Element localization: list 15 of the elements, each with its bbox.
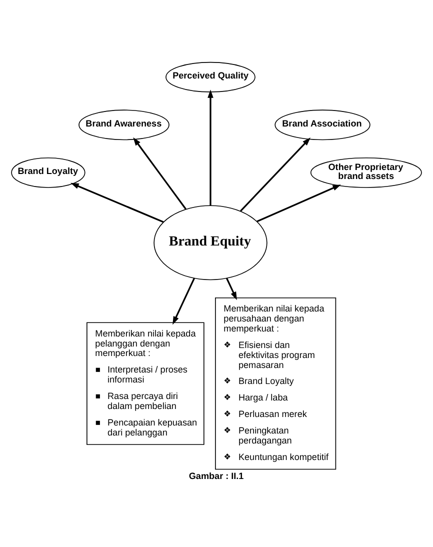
node-ellipse: Brand Awareness — [78, 109, 170, 140]
arrow — [226, 277, 237, 300]
arrow — [70, 182, 164, 222]
arrow — [172, 277, 195, 324]
node-box: Memberikan nilai kepada perusahaan dengan memperkuat : ❖ Efisiensi dan efektivitas program pemasaran ❖ Brand Loyalty ❖ Harga / laba ❖ Perluasan merek ❖ Peningkatan perdagangan ❖ Keuntungan kompetitif — [215, 296, 336, 470]
arrow — [256, 184, 341, 222]
arrow — [240, 137, 311, 212]
node-ellipse: Brand Association — [274, 109, 370, 140]
node-ellipse: Other Proprietary brand assets — [310, 156, 422, 188]
arrow — [208, 89, 214, 205]
node-ellipse: Perceived Quality — [166, 61, 256, 92]
node-ellipse: Brand Equity — [154, 204, 268, 280]
arrow — [133, 136, 186, 210]
node-box: Memberikan nilai kepada pelanggan dengan memperkuat : ▪ Interpretasi / proses informasi ▪ Rasa percaya diri dalam pembelian ▪ Pencapaian kepuasan dari pelanggan — [86, 322, 204, 444]
caption: Gambar : II.1 — [188, 470, 244, 480]
